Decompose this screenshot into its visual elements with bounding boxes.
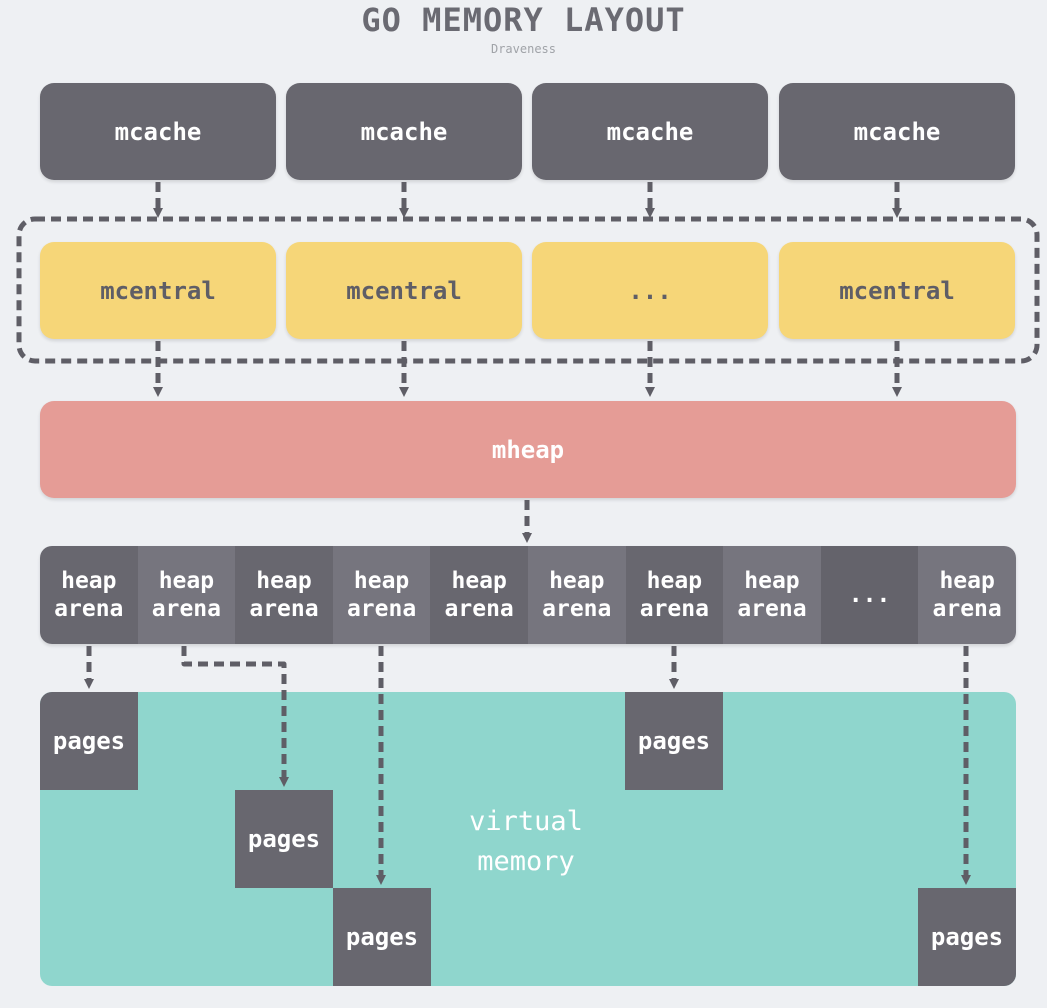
heap-arena-label: heap (256, 568, 312, 594)
mcentral-group-border (16, 216, 1040, 364)
heap-arena-label: arena (639, 596, 709, 622)
heap-arena-label: heap (353, 568, 410, 594)
heap-arena-label: heap (744, 568, 800, 594)
diagram-author: Draveness (490, 42, 557, 56)
heap-arena-label: arena (54, 596, 124, 622)
pages-block: pages (333, 888, 431, 986)
mcache-box: mcache (532, 83, 768, 180)
mheap-box: mheap (40, 401, 1016, 498)
pages-block: pages (625, 692, 723, 790)
heap-arena-label: heap (939, 568, 995, 594)
heap-arena-label: arena (444, 596, 514, 622)
mcache-box: mcache (40, 83, 276, 180)
heap-arena-ellipsis: ... (820, 546, 919, 644)
heap-arena-label: heap (549, 568, 605, 594)
virtual-memory-label-line: virtual (469, 806, 583, 837)
virtual-memory-label-line: memory (477, 846, 575, 877)
heap-arena-label: arena (932, 596, 1002, 622)
pages-block: pages (235, 790, 333, 888)
mcentral-box: ... (532, 242, 768, 339)
heap-arena-label: arena (542, 596, 612, 622)
mcentral-box: mcentral (779, 242, 1015, 339)
mcentral-box: mcentral (286, 242, 522, 339)
heap-arena-label: heap (158, 568, 215, 594)
heap-arena-label: heap (646, 568, 703, 594)
diagram-title: GO MEMORY LAYOUT (361, 1, 686, 39)
mcentral-box: mcentral (40, 242, 276, 339)
heap-arena-label: arena (737, 596, 807, 622)
heap-arena-label: heap (61, 568, 117, 594)
mcache-box: mcache (286, 83, 522, 180)
virtual-memory-region (40, 692, 1016, 986)
pages-block: pages (40, 692, 138, 790)
mcache-box: mcache (779, 83, 1015, 180)
arena-to-pages-arrow (181, 646, 289, 787)
heap-arena-label: arena (249, 596, 319, 622)
heap-arena-label: arena (151, 596, 222, 622)
heap-arena-label: ... (848, 582, 891, 608)
pages-block: pages (918, 888, 1016, 986)
virtual-memory-label: virtual memory (426, 802, 626, 882)
heap-arena-label: arena (346, 596, 417, 622)
heap-arena-label: heap (451, 568, 507, 594)
